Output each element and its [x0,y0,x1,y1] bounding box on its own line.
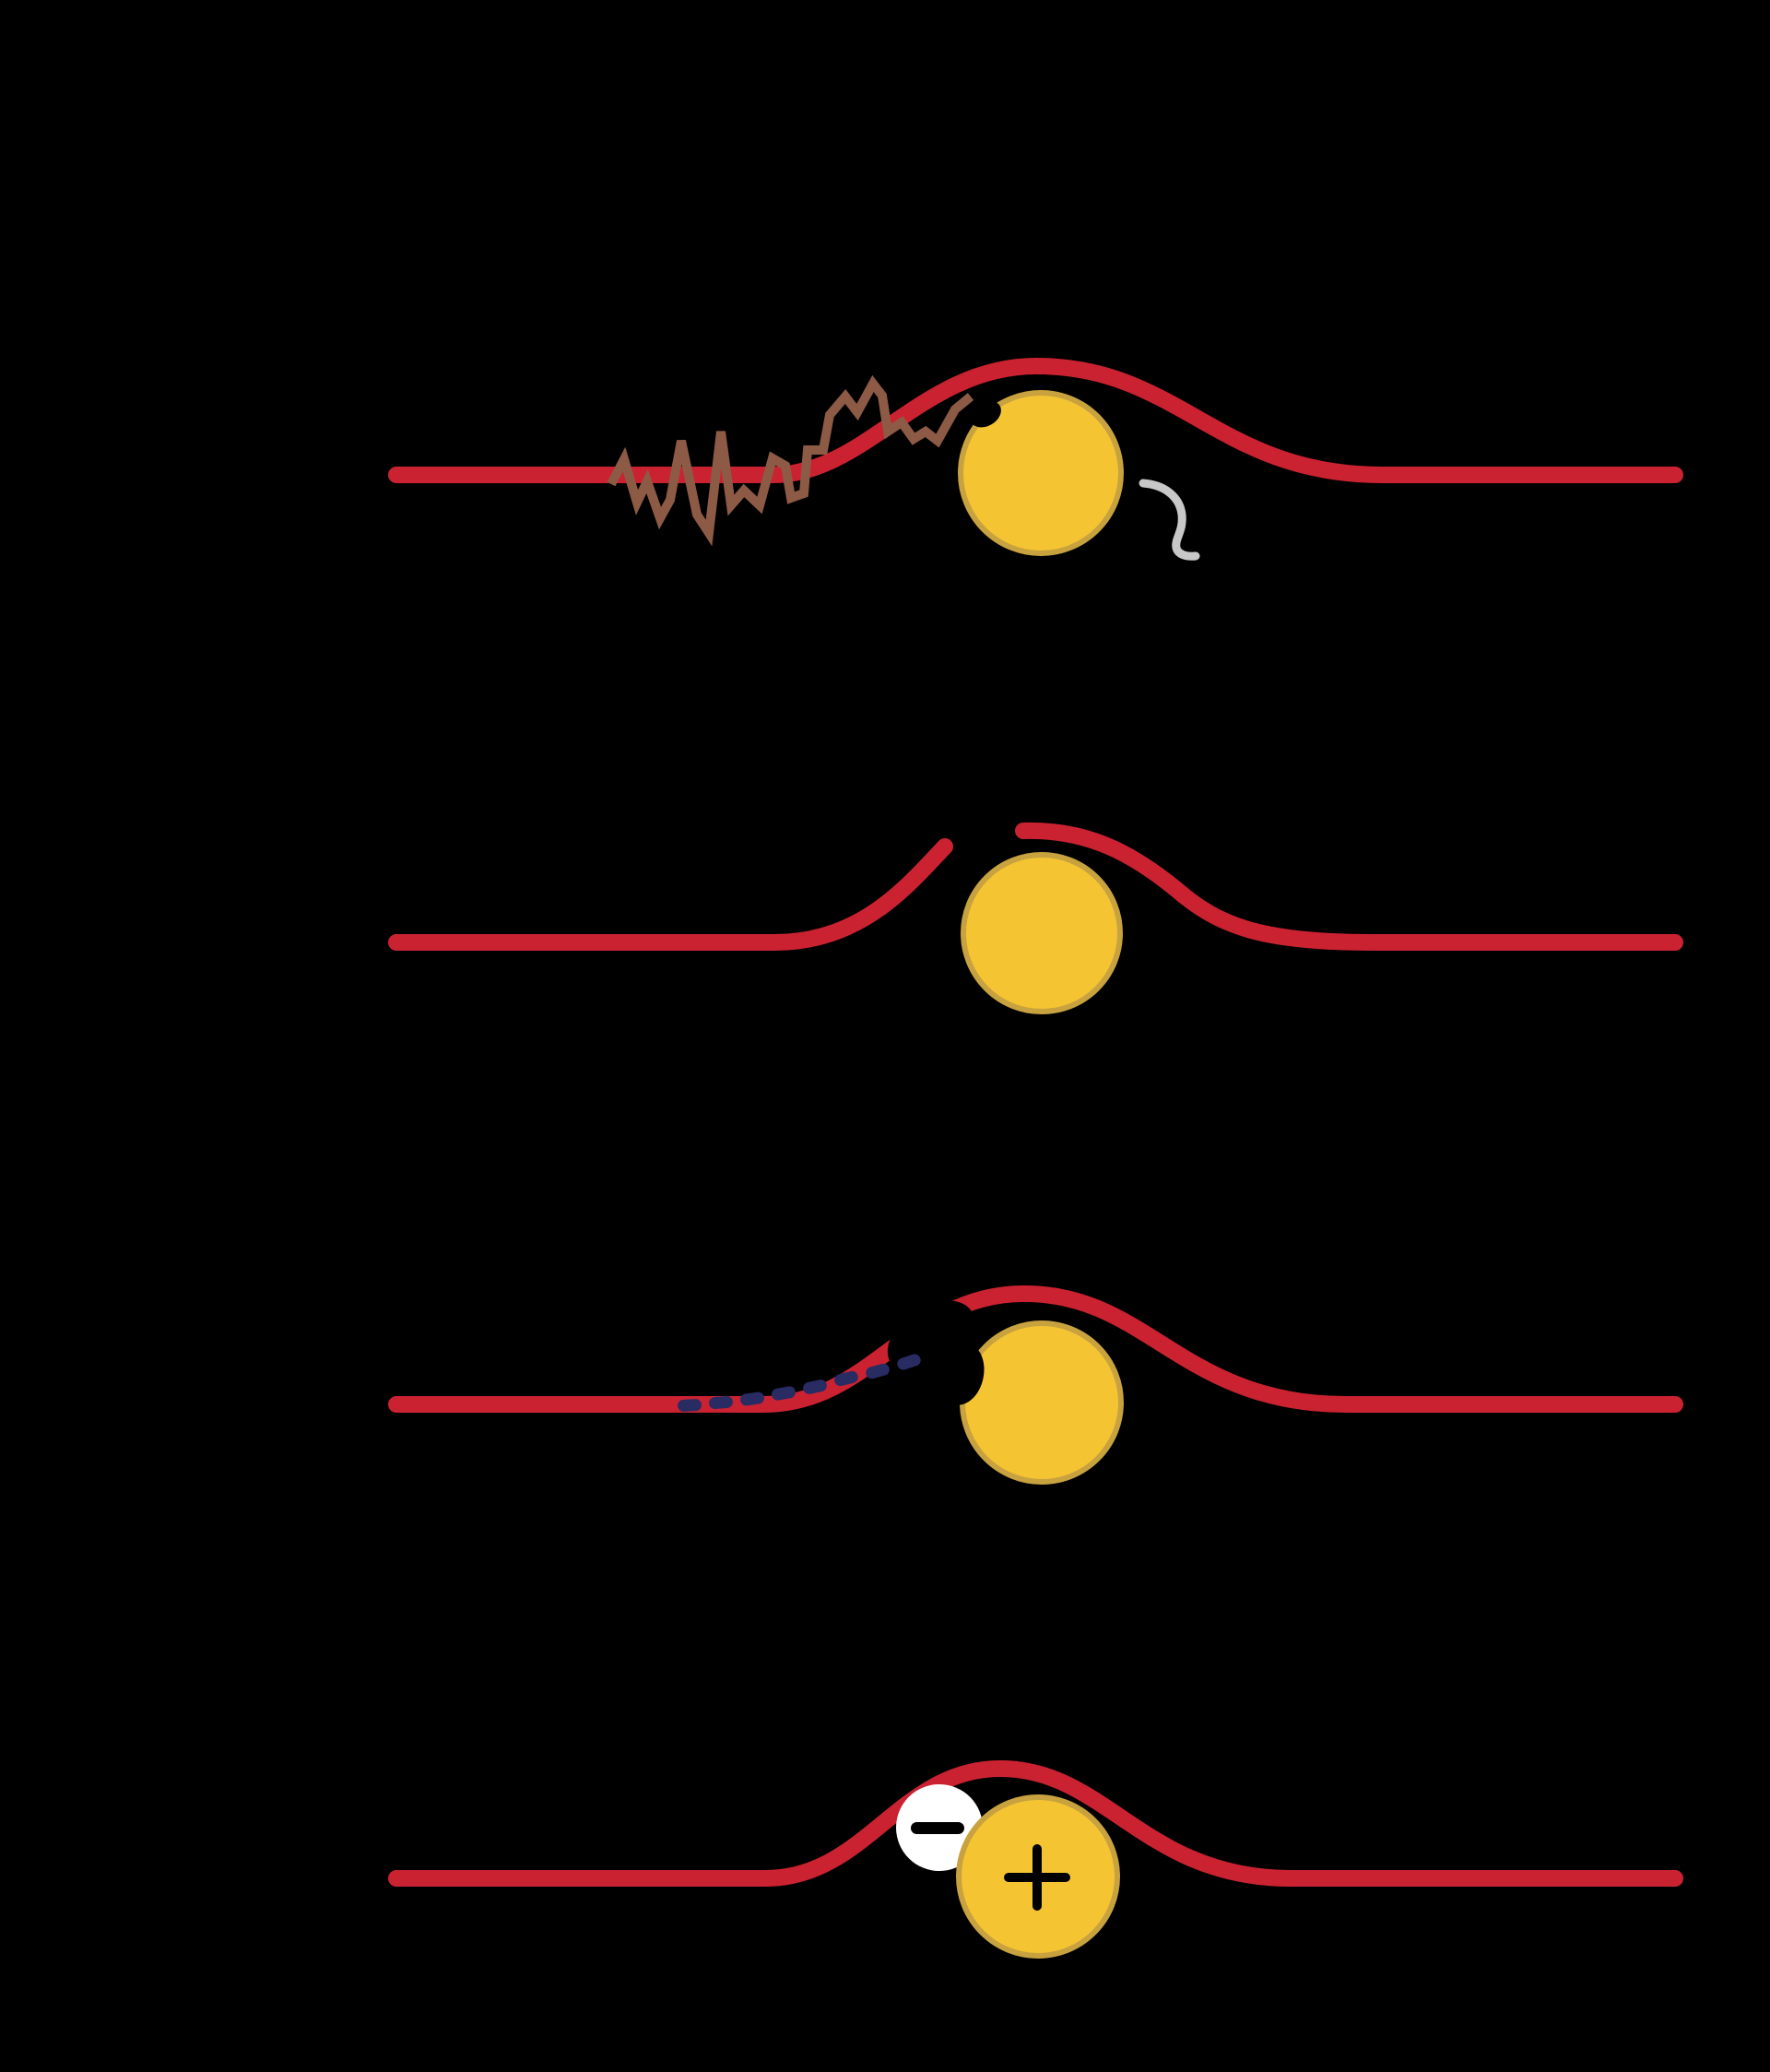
row-large-polymer [388,357,1683,561]
vesicle-circle [960,1320,1124,1485]
squiggle-line [1139,479,1200,561]
vesicle-bite-shadow [938,1343,985,1405]
attachment-notch [970,400,1001,428]
vesicle-circle [961,852,1123,1014]
minus-icon [911,1822,964,1834]
polymer-zigzag [607,374,974,547]
dash-segment [772,1386,796,1401]
vesicle-circle [958,390,1124,556]
dash-segment [709,1395,733,1410]
dash-segment [834,1370,858,1387]
plus-icon [1004,1844,1070,1911]
row-charged-ion [388,1759,1683,1959]
dash-segment [866,1363,890,1379]
row-dashed-path [388,1285,1683,1485]
membrane-line-right [1015,822,1683,951]
membrane-line [388,1759,1683,1887]
dash-segment [678,1399,702,1412]
dash-segment [897,1354,921,1370]
membrane-line-left [388,838,953,951]
dash-segment [740,1391,764,1406]
dash-segment [803,1379,827,1394]
membrane-line [388,357,1683,483]
row-membrane-gap [388,822,1683,1014]
